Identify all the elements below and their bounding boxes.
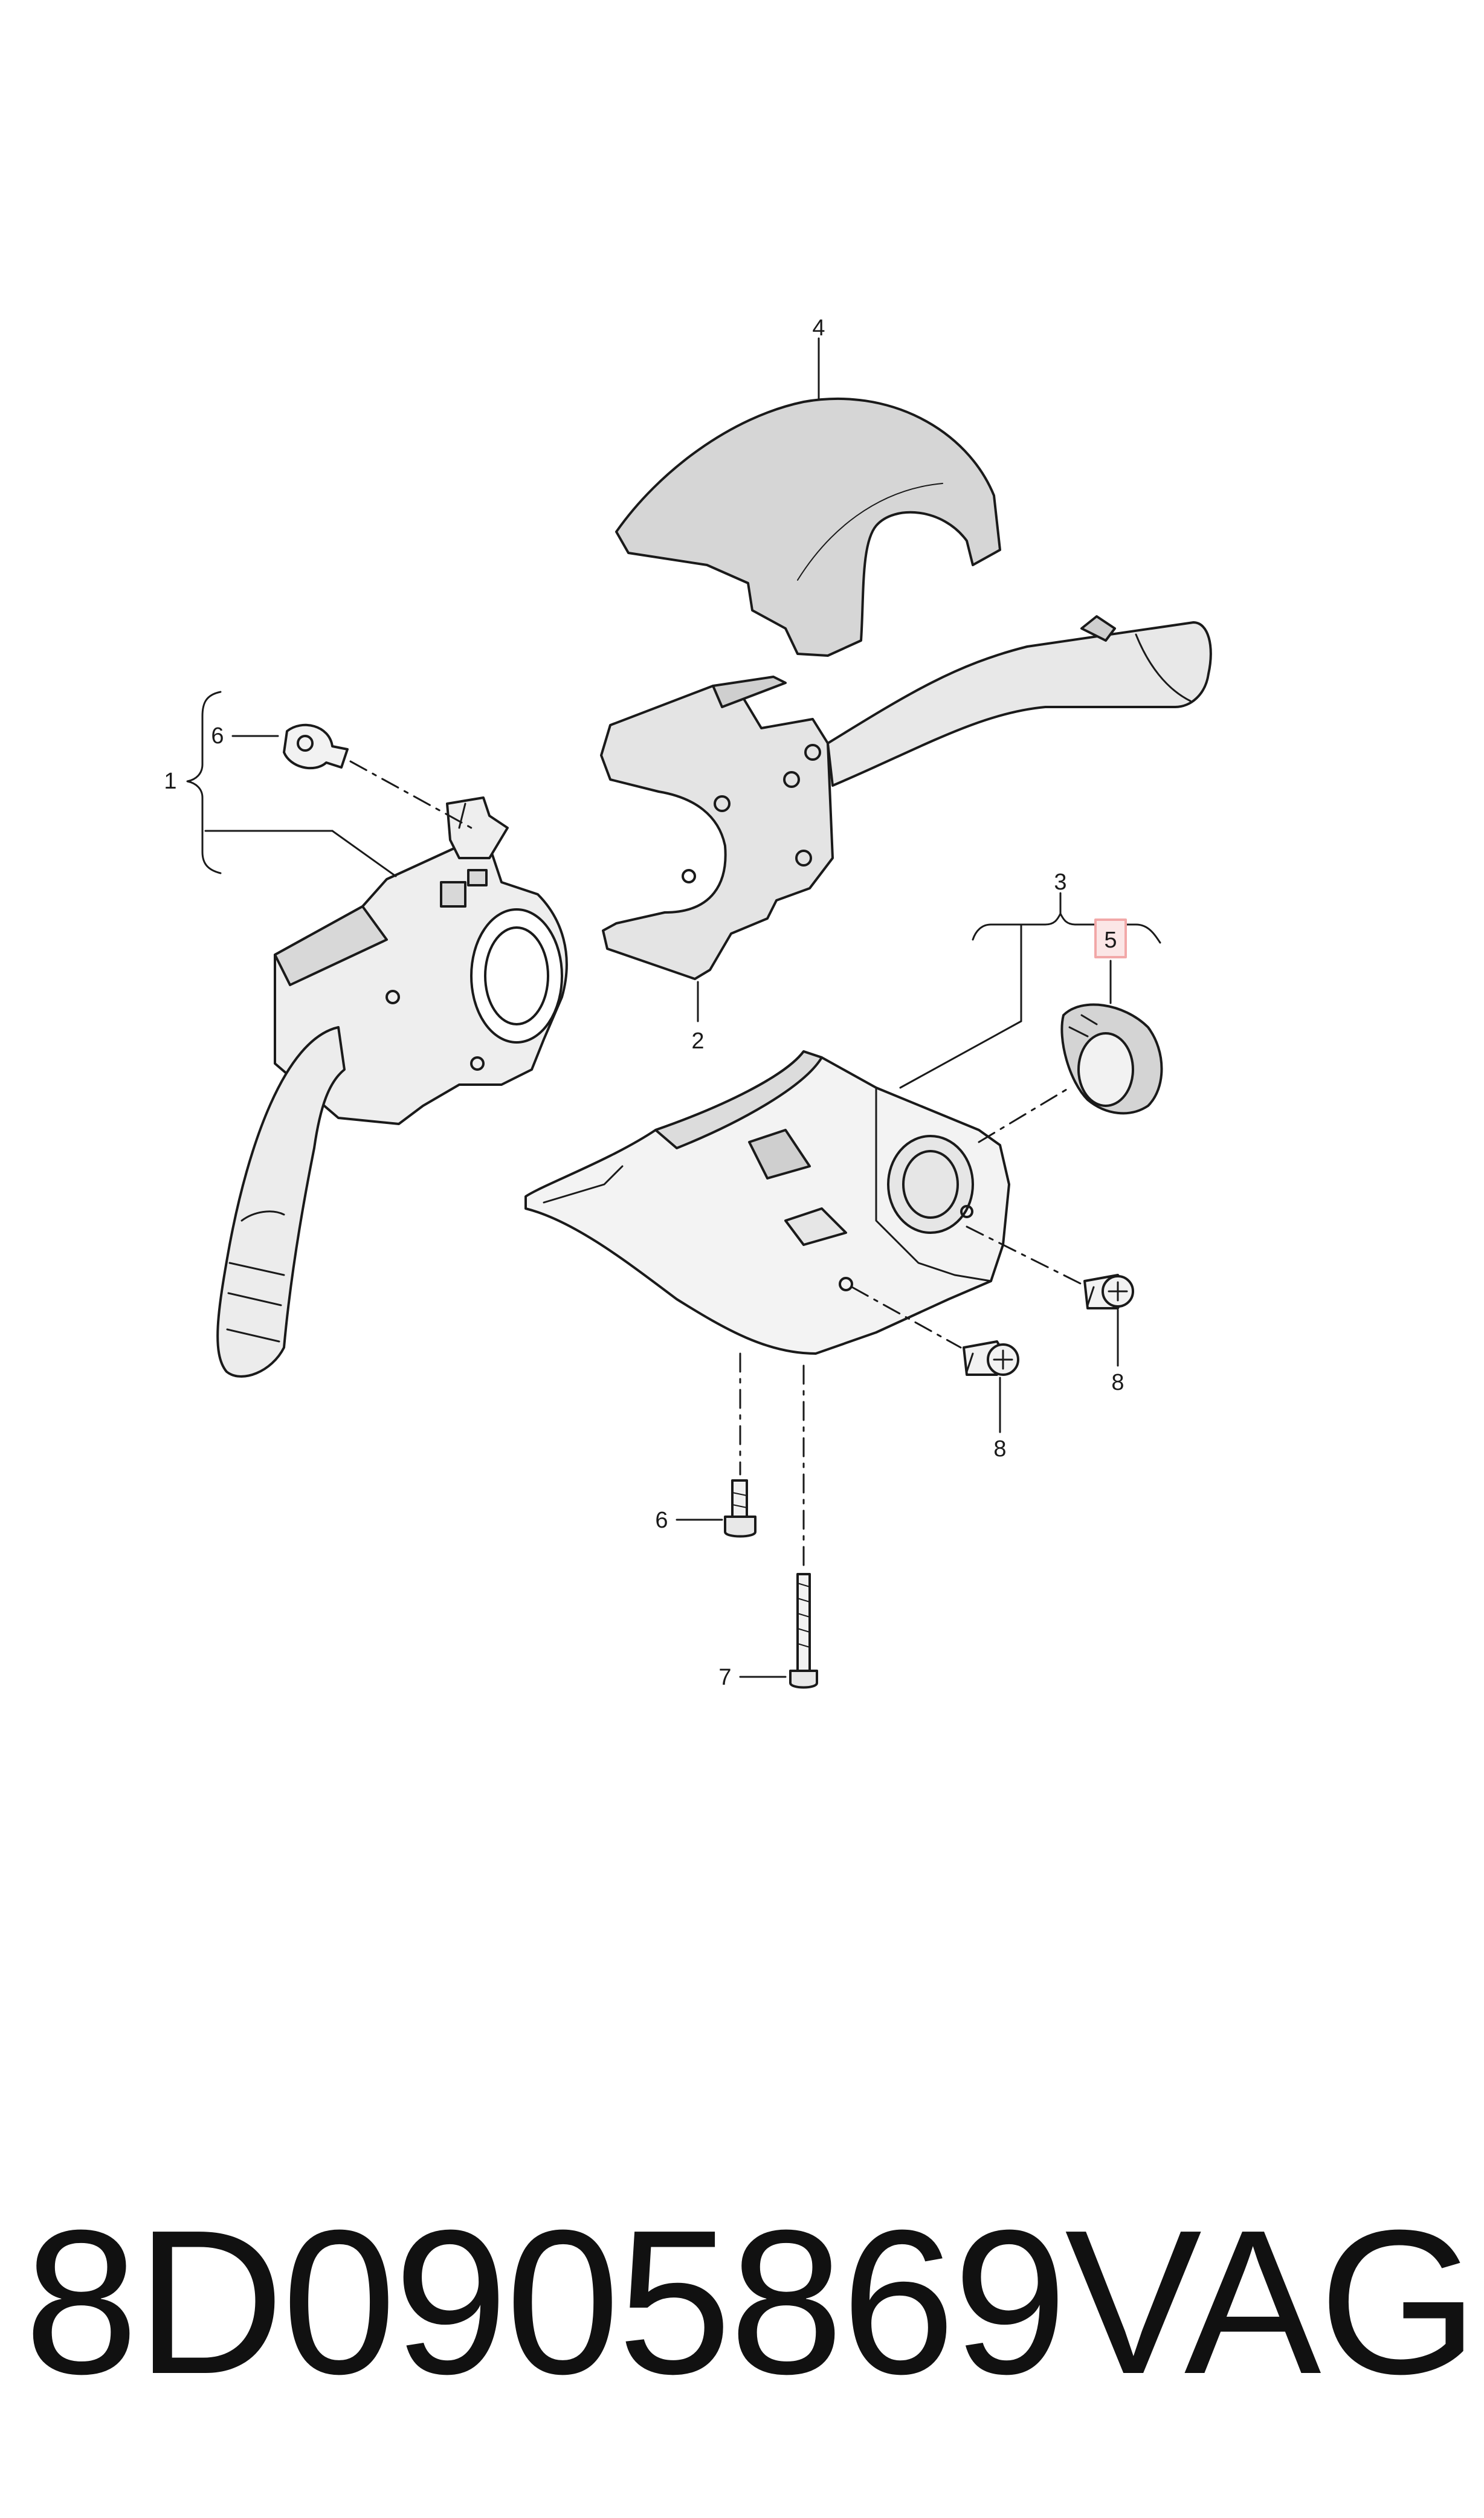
upper-column-cover — [615, 397, 1001, 657]
callout-6-top: 6 — [211, 723, 224, 749]
lower-column-cover — [524, 1050, 1010, 1355]
callout-7: 7 — [718, 1665, 731, 1690]
assembly-line-5 — [978, 1086, 1071, 1143]
switch-housing — [600, 615, 1212, 980]
assembly-line-8-left — [851, 1286, 962, 1349]
screw-7-long — [789, 1573, 818, 1689]
callout-6-bottom: 6 — [655, 1508, 668, 1533]
screw-6-top — [283, 723, 349, 769]
lock-cap-5 — [1060, 1003, 1163, 1115]
callout-5: 5 — [1104, 928, 1117, 953]
callout-8-right: 8 — [1111, 1370, 1124, 1395]
callout-8-left: 8 — [993, 1436, 1006, 1462]
brand-name: VAG — [1065, 2187, 1479, 2417]
assembly-line-8-right — [966, 1225, 1083, 1285]
callout-1: 1 — [164, 769, 176, 794]
combination-switch — [216, 796, 568, 1378]
part-number: 8D0905869 — [24, 2187, 1067, 2417]
callout-4: 4 — [812, 315, 825, 341]
bracket-1 — [186, 691, 397, 877]
screw-8-right — [1083, 1274, 1134, 1309]
highlight-box-5 — [1094, 918, 1127, 958]
screw-8-left — [963, 1340, 1019, 1376]
part-label: 8D0905869 VAG — [0, 2175, 1484, 2429]
assembly-line-6-top — [349, 760, 473, 829]
exploded-parts-diagram: 1 2 3 4 5 6 6 7 8 8 — [164, 315, 1212, 1690]
callout-2: 2 — [691, 1028, 704, 1054]
screw-6-bottom — [724, 1479, 757, 1538]
callout-3: 3 — [1054, 870, 1066, 895]
